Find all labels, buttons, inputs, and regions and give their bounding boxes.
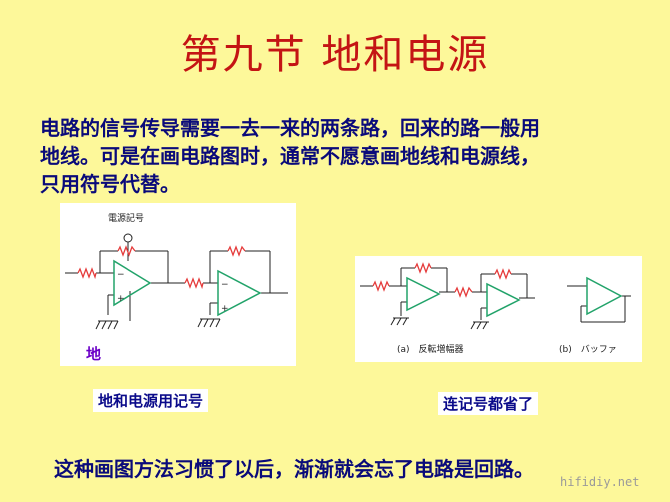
conclusion-text: 这种画图方法习惯了以后，渐渐就会忘了电路是回路。	[54, 457, 534, 481]
resistor-icon	[77, 245, 246, 290]
circuit-without-symbols-svg: (a) 反転増幅器 (b) バッファ	[360, 262, 631, 355]
svg-text:−: −	[117, 270, 125, 280]
ground-symbol-icon	[95, 318, 221, 330]
intro-line-1: 电路的信号传导需要一去一来的两条路，回来的路一般用	[40, 116, 540, 140]
circuit-without-symbols: (a) 反転増幅器 (b) バッファ	[355, 256, 642, 362]
caption-inverting-amp: (a) 反転増幅器	[397, 343, 464, 355]
page-title: 第九节 地和电源	[180, 32, 490, 78]
watermark: hifidiy.net	[560, 475, 640, 489]
ground-label: 地	[86, 345, 102, 363]
caption-buffer: (b) バッファ	[559, 344, 617, 355]
svg-text:−: −	[221, 280, 229, 290]
resistor-icon	[372, 262, 512, 298]
ground-symbol-icon	[390, 317, 489, 330]
power-symbol-label: 電源記号	[108, 212, 144, 224]
svg-text:+: +	[117, 294, 125, 304]
circuit-with-symbols: 電源記号	[60, 203, 296, 366]
circuit-with-symbols-svg: 電源記号	[65, 212, 288, 330]
opamp-icon	[406, 276, 623, 318]
intro-paragraph: 电路的信号传导需要一去一来的两条路，回来的路一般用 地线。可是在画电路图时，通常…	[40, 114, 630, 198]
svg-text:+: +	[221, 304, 229, 314]
opamp-icon	[113, 259, 262, 317]
label-ground-power-symbols: 地和电源用记号	[93, 389, 209, 412]
label-symbols-omitted: 连记号都省了	[438, 392, 539, 415]
intro-line-2: 地线。可是在画电路图时，通常不愿意画地线和电源线，	[40, 144, 540, 168]
intro-line-3: 只用符号代替。	[40, 172, 180, 196]
